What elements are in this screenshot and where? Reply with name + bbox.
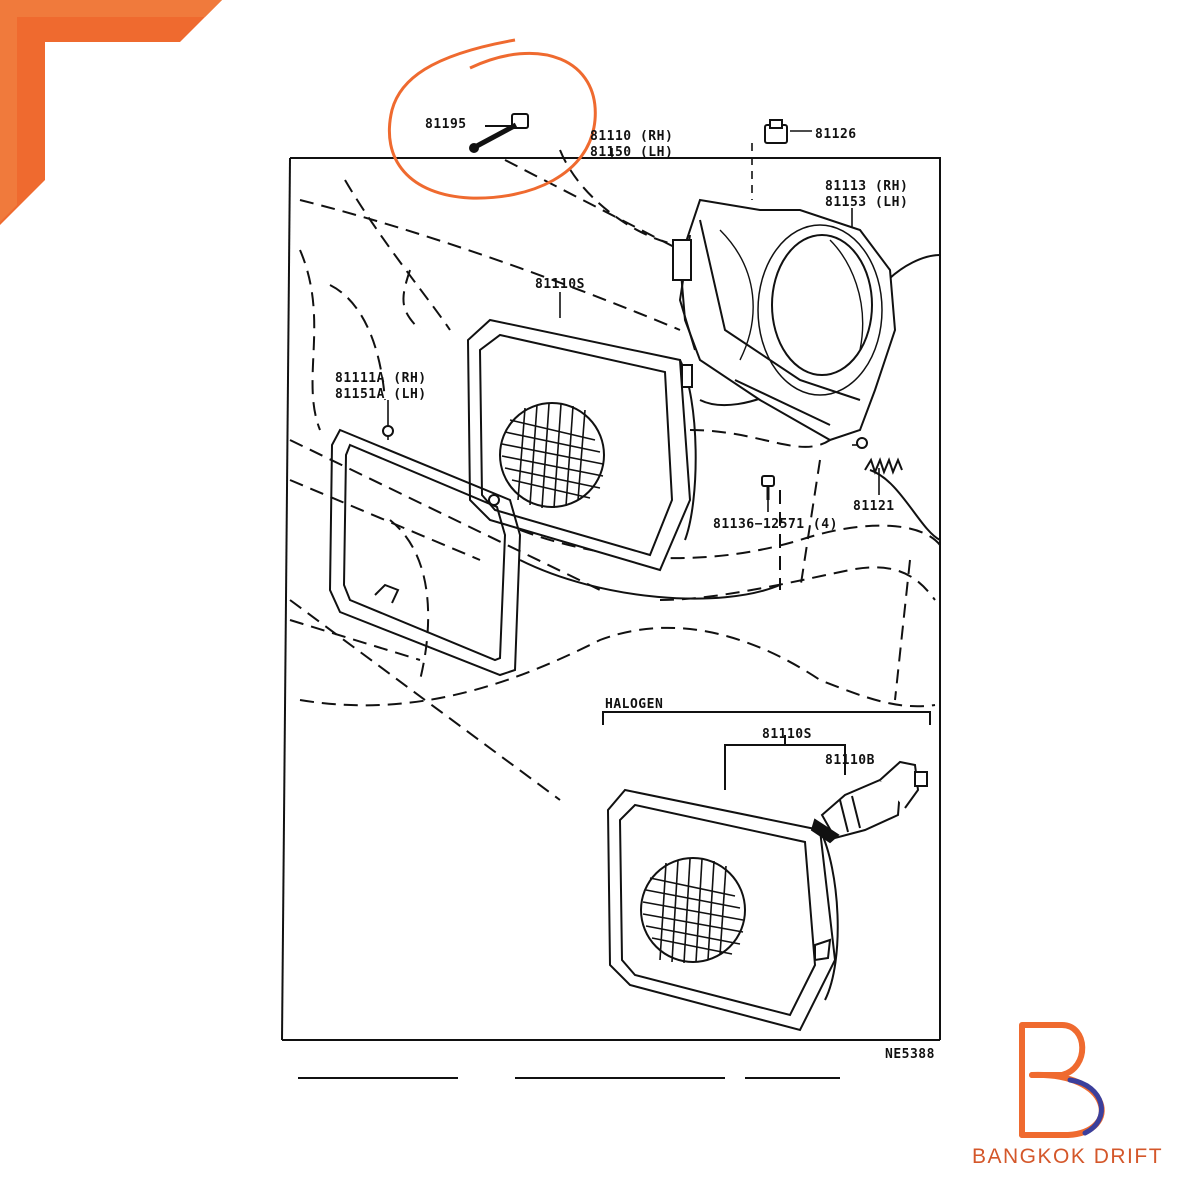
label-81110s-upper: 81110S: [535, 277, 585, 292]
bd-logo-icon: [1019, 1022, 1105, 1138]
screw-81136-icon: [761, 475, 775, 500]
body-outline-dashed: [289, 149, 941, 801]
label-81126: 81126: [815, 127, 857, 142]
label-81110s-halogen: 81110S: [762, 727, 812, 742]
sealed-beam-halogen: [606, 788, 839, 1032]
label-halogen: HALOGEN: [605, 697, 663, 712]
label-81110-rh: 81110 (RH): [590, 129, 673, 144]
spring-81121-icon: [864, 457, 903, 475]
label-81153-lh: 81153 (LH): [825, 195, 908, 210]
halogen-bulb-icon: [810, 760, 928, 844]
label-81195: 81195: [425, 117, 467, 132]
brand-name: BANGKOK DRIFT: [972, 1145, 1163, 1168]
label-81121: 81121: [853, 499, 895, 514]
reference-code: NE5388: [885, 1047, 935, 1062]
retaining-ring: [328, 425, 522, 677]
clip-81126-icon: [764, 119, 788, 144]
label-81111a-rh: 81111A (RH): [335, 371, 427, 386]
label-81151a-lh: 81151A (LH): [335, 387, 427, 402]
label-81113-rh: 81113 (RH): [825, 179, 908, 194]
halogen-bracket: [602, 711, 931, 790]
label-81136: 81136−12571 (4): [713, 517, 838, 532]
headlamp-housing: [672, 198, 897, 449]
label-81150-lh: 81150 (LH): [590, 145, 673, 160]
diagram-frame: [281, 157, 941, 1041]
highlight-circle: [387, 38, 597, 200]
screw-81195-icon: [469, 113, 529, 153]
label-81110b: 81110B: [825, 753, 875, 768]
corner-accent: [0, 0, 222, 225]
sealed-beam-upper: [466, 318, 697, 572]
